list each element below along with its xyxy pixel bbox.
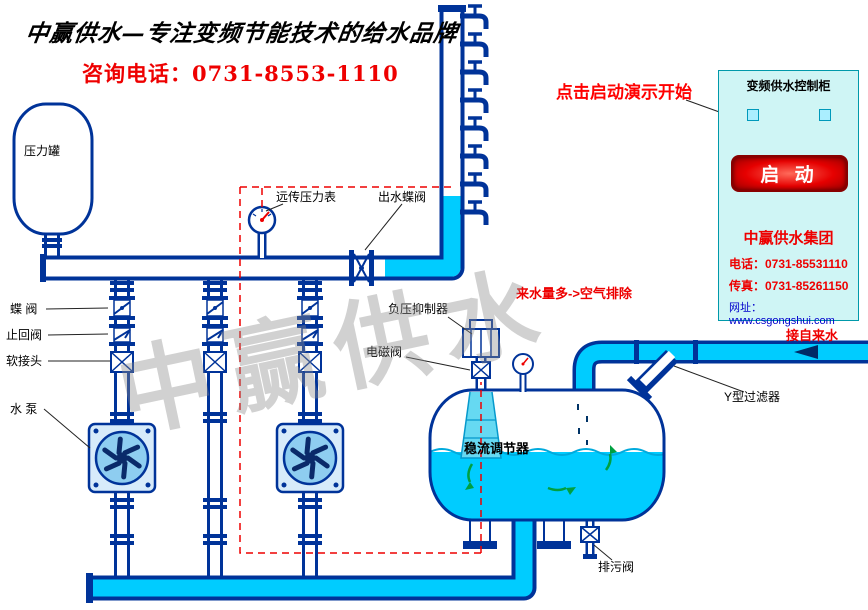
label-water-pump: 水 泵 [10, 402, 38, 416]
flow-arrows [465, 445, 617, 495]
label-tap-water-inlet: 接自来水 [786, 328, 839, 343]
vacuum-suppressor-icon [462, 319, 500, 396]
check-valve-icon [296, 323, 324, 347]
flexible-joint-icon [203, 351, 227, 373]
inlet-pipe [572, 340, 868, 402]
label-pressure-tank: 压力罐 [24, 144, 61, 158]
flexible-joint-icon [110, 351, 134, 373]
brand-slogan: 中赢供水—专注变频节能技术的给水品牌 [23, 20, 460, 47]
indicator-lamp-2 [819, 109, 831, 121]
indicator-lamp-1 [747, 109, 759, 121]
label-y-strainer: Y型过滤器 [724, 390, 781, 404]
butterfly-valve-icon [296, 295, 324, 321]
cabinet-phone: 电话：0731-85531110 [729, 257, 848, 271]
cabinet-website: 网址：www.csgongshui.com [729, 302, 835, 327]
stabilizer-tank [428, 388, 666, 522]
label-butterfly-valve: 蝶 阀 [10, 302, 38, 316]
label-check-valve: 止回阀 [6, 328, 43, 342]
cabinet-fax: 传真：0731-85261150 [729, 279, 849, 293]
y-strainer-icon [626, 349, 679, 402]
check-valve-icon [108, 323, 136, 347]
label-flexible-joint: 软接头 [6, 354, 43, 368]
butterfly-valve-icon [201, 295, 229, 321]
note-air-exhaust: 来水量多->空气排除 [516, 286, 632, 301]
suction-header-pipe [86, 508, 537, 603]
label-solenoid-valve: 电磁阀 [366, 345, 403, 359]
outlet-header-pipe [40, 5, 466, 282]
butterfly-valve-icon [108, 295, 136, 321]
leader-lines [43, 99, 745, 561]
check-valve-icon [201, 323, 229, 347]
flexible-joint-icon [298, 351, 322, 373]
control-wiring [239, 186, 482, 554]
label-remote-pressure-gauge: 远传压力表 [276, 190, 337, 204]
tank-legs [463, 514, 571, 549]
label-vacuum-suppressor: 负压抑制器 [388, 302, 449, 316]
cabinet-company: 中赢供水集团 [743, 230, 834, 247]
cabinet-title: 变频供水控制柜 [746, 79, 831, 93]
pressure-tank [12, 102, 94, 236]
pump-icon [277, 424, 343, 492]
air-bubbles [577, 404, 588, 445]
label-flow-regulator: 稳流调节器 [464, 441, 530, 456]
hotline-phone: 咨询电话：0731-8553-1110 [82, 61, 399, 86]
demo-start-hint: 点击启动演示开始 [556, 83, 692, 102]
control-cabinet: 变频供水控制柜 启 动 中赢供水集团 电话：0731-85531110 传真：0… [718, 70, 859, 327]
air-funnel-icon [460, 391, 502, 459]
label-outlet-butterfly-valve: 出水蝶阀 [378, 190, 427, 204]
solenoid-valve-icon [471, 361, 491, 379]
pump-icon [89, 424, 155, 492]
pressure-gauge-icon [247, 205, 277, 258]
label-drain-valve: 排污阀 [598, 560, 635, 574]
start-button[interactable]: 启 动 [731, 155, 848, 192]
tank-gauge-icon [512, 353, 534, 392]
inlet-arrow-icon [794, 345, 818, 359]
outlet-butterfly-valve-icon [349, 250, 374, 286]
